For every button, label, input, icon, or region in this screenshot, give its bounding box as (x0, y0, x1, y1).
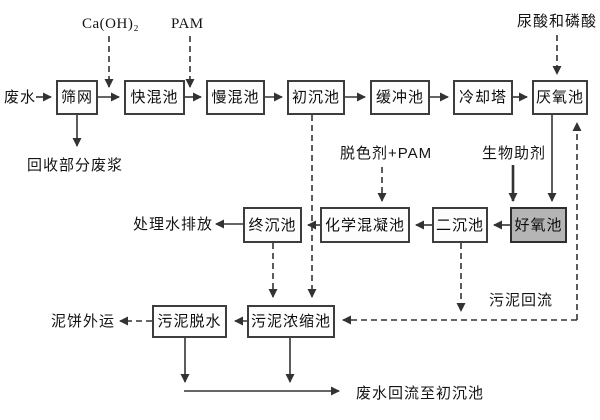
node-sludge-dewatering: 污泥脱水 (152, 305, 227, 338)
cake-out-label: 泥饼外运 (51, 313, 116, 330)
node-buffer-tank: 缓冲池 (370, 80, 430, 115)
node-screen: 筛网 (56, 80, 98, 115)
node-chemical-coagulation: 化学混凝池 (320, 207, 410, 243)
pam-dosing-label: PAM (171, 16, 204, 32)
lime-dosing-label: Ca(OH)₂ (82, 16, 140, 32)
node-cooling-tower: 冷却塔 (453, 80, 513, 115)
node-primary-sedimentation: 初沉池 (287, 80, 345, 115)
node-final-sedimentation: 终沉池 (243, 207, 302, 243)
node-anaerobic-tank: 厌氧池 (532, 80, 588, 115)
decolorant-pam-label: 脱色剂+PAM (340, 145, 433, 162)
node-aerobic-tank: 好氧池 (510, 207, 567, 243)
node-fast-mix: 快混池 (124, 80, 185, 115)
sludge-return-label: 污泥回流 (489, 292, 554, 309)
urea-phosphoric-label: 尿酸和磷酸 (517, 13, 598, 30)
treated-water-label: 处理水排放 (133, 216, 214, 233)
influent-label: 废水 (4, 89, 37, 106)
backflow-to-primary-label: 废水回流至初沉池 (356, 385, 485, 402)
node-sludge-thickener: 污泥浓缩池 (247, 305, 335, 338)
recovered-pulp-label: 回收部分废浆 (27, 157, 124, 174)
node-slow-mix: 慢混池 (206, 80, 265, 115)
node-secondary-sedimentation: 二沉池 (432, 207, 488, 243)
bio-agent-label: 生物助剂 (482, 145, 547, 162)
